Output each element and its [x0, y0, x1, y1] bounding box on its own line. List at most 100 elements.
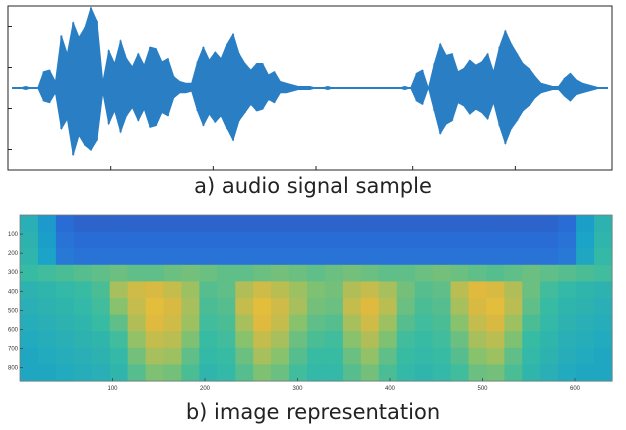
heatmap-cell: [468, 314, 488, 332]
heatmap-cell: [163, 314, 183, 332]
heatmap-cell: [378, 264, 398, 282]
heatmap-cell: [199, 347, 218, 365]
heatmap-cell: [91, 248, 111, 266]
heatmap-cell: [91, 364, 111, 382]
heatmap-cell: [163, 264, 183, 282]
heatmap-cell: [73, 364, 93, 382]
heatmap-cell: [576, 281, 595, 299]
heatmap-cell: [576, 264, 595, 282]
heatmap-cell: [199, 264, 218, 282]
heatmap-cell: [289, 215, 308, 233]
heatmap-cell: [432, 264, 452, 282]
heatmap-cell: [468, 215, 488, 233]
heatmap-cell: [324, 215, 344, 233]
heatmap-cell: [576, 347, 595, 365]
heatmap-cell: [432, 331, 452, 349]
heatmap-cell: [20, 248, 39, 266]
heatmap-cell: [558, 347, 577, 365]
heatmap-cell: [307, 347, 326, 365]
heatmap-cell: [127, 347, 147, 365]
heatmap-cell: [91, 331, 111, 349]
heatmap-cell: [360, 281, 380, 299]
heatmap-cell: [468, 264, 488, 282]
heatmap-cell: [414, 281, 434, 299]
heatmap-cell: [396, 347, 416, 365]
heatmap-cell: [73, 264, 93, 282]
heatmap-cell: [307, 231, 326, 249]
heatmap-cell: [307, 314, 326, 332]
heatmap-cell: [432, 215, 452, 233]
x-tick-label: 200: [200, 386, 211, 392]
heatmap-cell: [450, 231, 470, 249]
heatmap-cell: [217, 215, 236, 233]
heatmap-cell: [540, 314, 559, 332]
heatmap-cell: [55, 248, 75, 266]
heatmap-cell: [396, 215, 416, 233]
heatmap-cell: [55, 215, 75, 233]
heatmap-cell: [145, 314, 165, 332]
heatmap-cell: [414, 248, 434, 266]
heatmap-cell: [20, 314, 39, 332]
heatmap-cell: [109, 331, 129, 349]
heatmap-cell: [594, 364, 613, 382]
heatmap-cell: [181, 231, 200, 249]
heatmap-cell: [73, 231, 93, 249]
heatmap-cell: [253, 347, 272, 365]
spectrogram-cells: [20, 215, 613, 382]
heatmap-cell: [486, 364, 505, 382]
heatmap-cell: [37, 264, 57, 282]
heatmap-cell: [558, 364, 577, 382]
heatmap-cell: [486, 248, 505, 266]
heatmap-cell: [450, 331, 470, 349]
heatmap-cell: [163, 231, 183, 249]
heatmap-cell: [199, 281, 218, 299]
heatmap-cell: [20, 264, 39, 282]
heatmap-cell: [127, 264, 147, 282]
heatmap-cell: [432, 298, 452, 316]
heatmap-cell: [145, 331, 165, 349]
heatmap-cell: [522, 298, 541, 316]
heatmap-cell: [199, 314, 218, 332]
heatmap-cell: [378, 364, 398, 382]
heatmap-cell: [522, 248, 541, 266]
heatmap-cell: [253, 231, 272, 249]
heatmap-cell: [37, 248, 57, 266]
heatmap-cell: [289, 248, 308, 266]
x-tick-label: 100: [107, 386, 118, 392]
heatmap-cell: [504, 314, 523, 332]
heatmap-cell: [504, 364, 523, 382]
heatmap-cell: [594, 281, 613, 299]
heatmap-cell: [73, 215, 93, 233]
heatmap-cell: [504, 248, 523, 266]
heatmap-cell: [504, 231, 523, 249]
heatmap-cell: [486, 314, 505, 332]
heatmap-cell: [73, 347, 93, 365]
heatmap-cell: [271, 298, 290, 316]
heatmap-cell: [181, 281, 200, 299]
heatmap-cell: [594, 314, 613, 332]
heatmap-cell: [414, 264, 434, 282]
heatmap-cell: [73, 281, 93, 299]
heatmap-cell: [396, 248, 416, 266]
heatmap-cell: [468, 248, 488, 266]
heatmap-cell: [73, 248, 93, 266]
heatmap-cell: [37, 298, 57, 316]
heatmap-cell: [127, 231, 147, 249]
heatmap-cell: [145, 364, 165, 382]
heatmap-cell: [20, 281, 39, 299]
heatmap-cell: [378, 298, 398, 316]
y-tick-label: 500: [8, 308, 19, 314]
heatmap-cell: [289, 331, 308, 349]
heatmap-cell: [522, 364, 541, 382]
heatmap-cell: [217, 281, 236, 299]
heatmap-cell: [360, 298, 380, 316]
heatmap-cell: [217, 231, 236, 249]
heatmap-cell: [378, 231, 398, 249]
heatmap-cell: [414, 215, 434, 233]
heatmap-cell: [55, 364, 75, 382]
heatmap-cell: [342, 331, 362, 349]
y-tick-label: 100: [8, 232, 19, 238]
heatmap-cell: [360, 264, 380, 282]
heatmap-cell: [396, 281, 416, 299]
heatmap-cell: [396, 231, 416, 249]
